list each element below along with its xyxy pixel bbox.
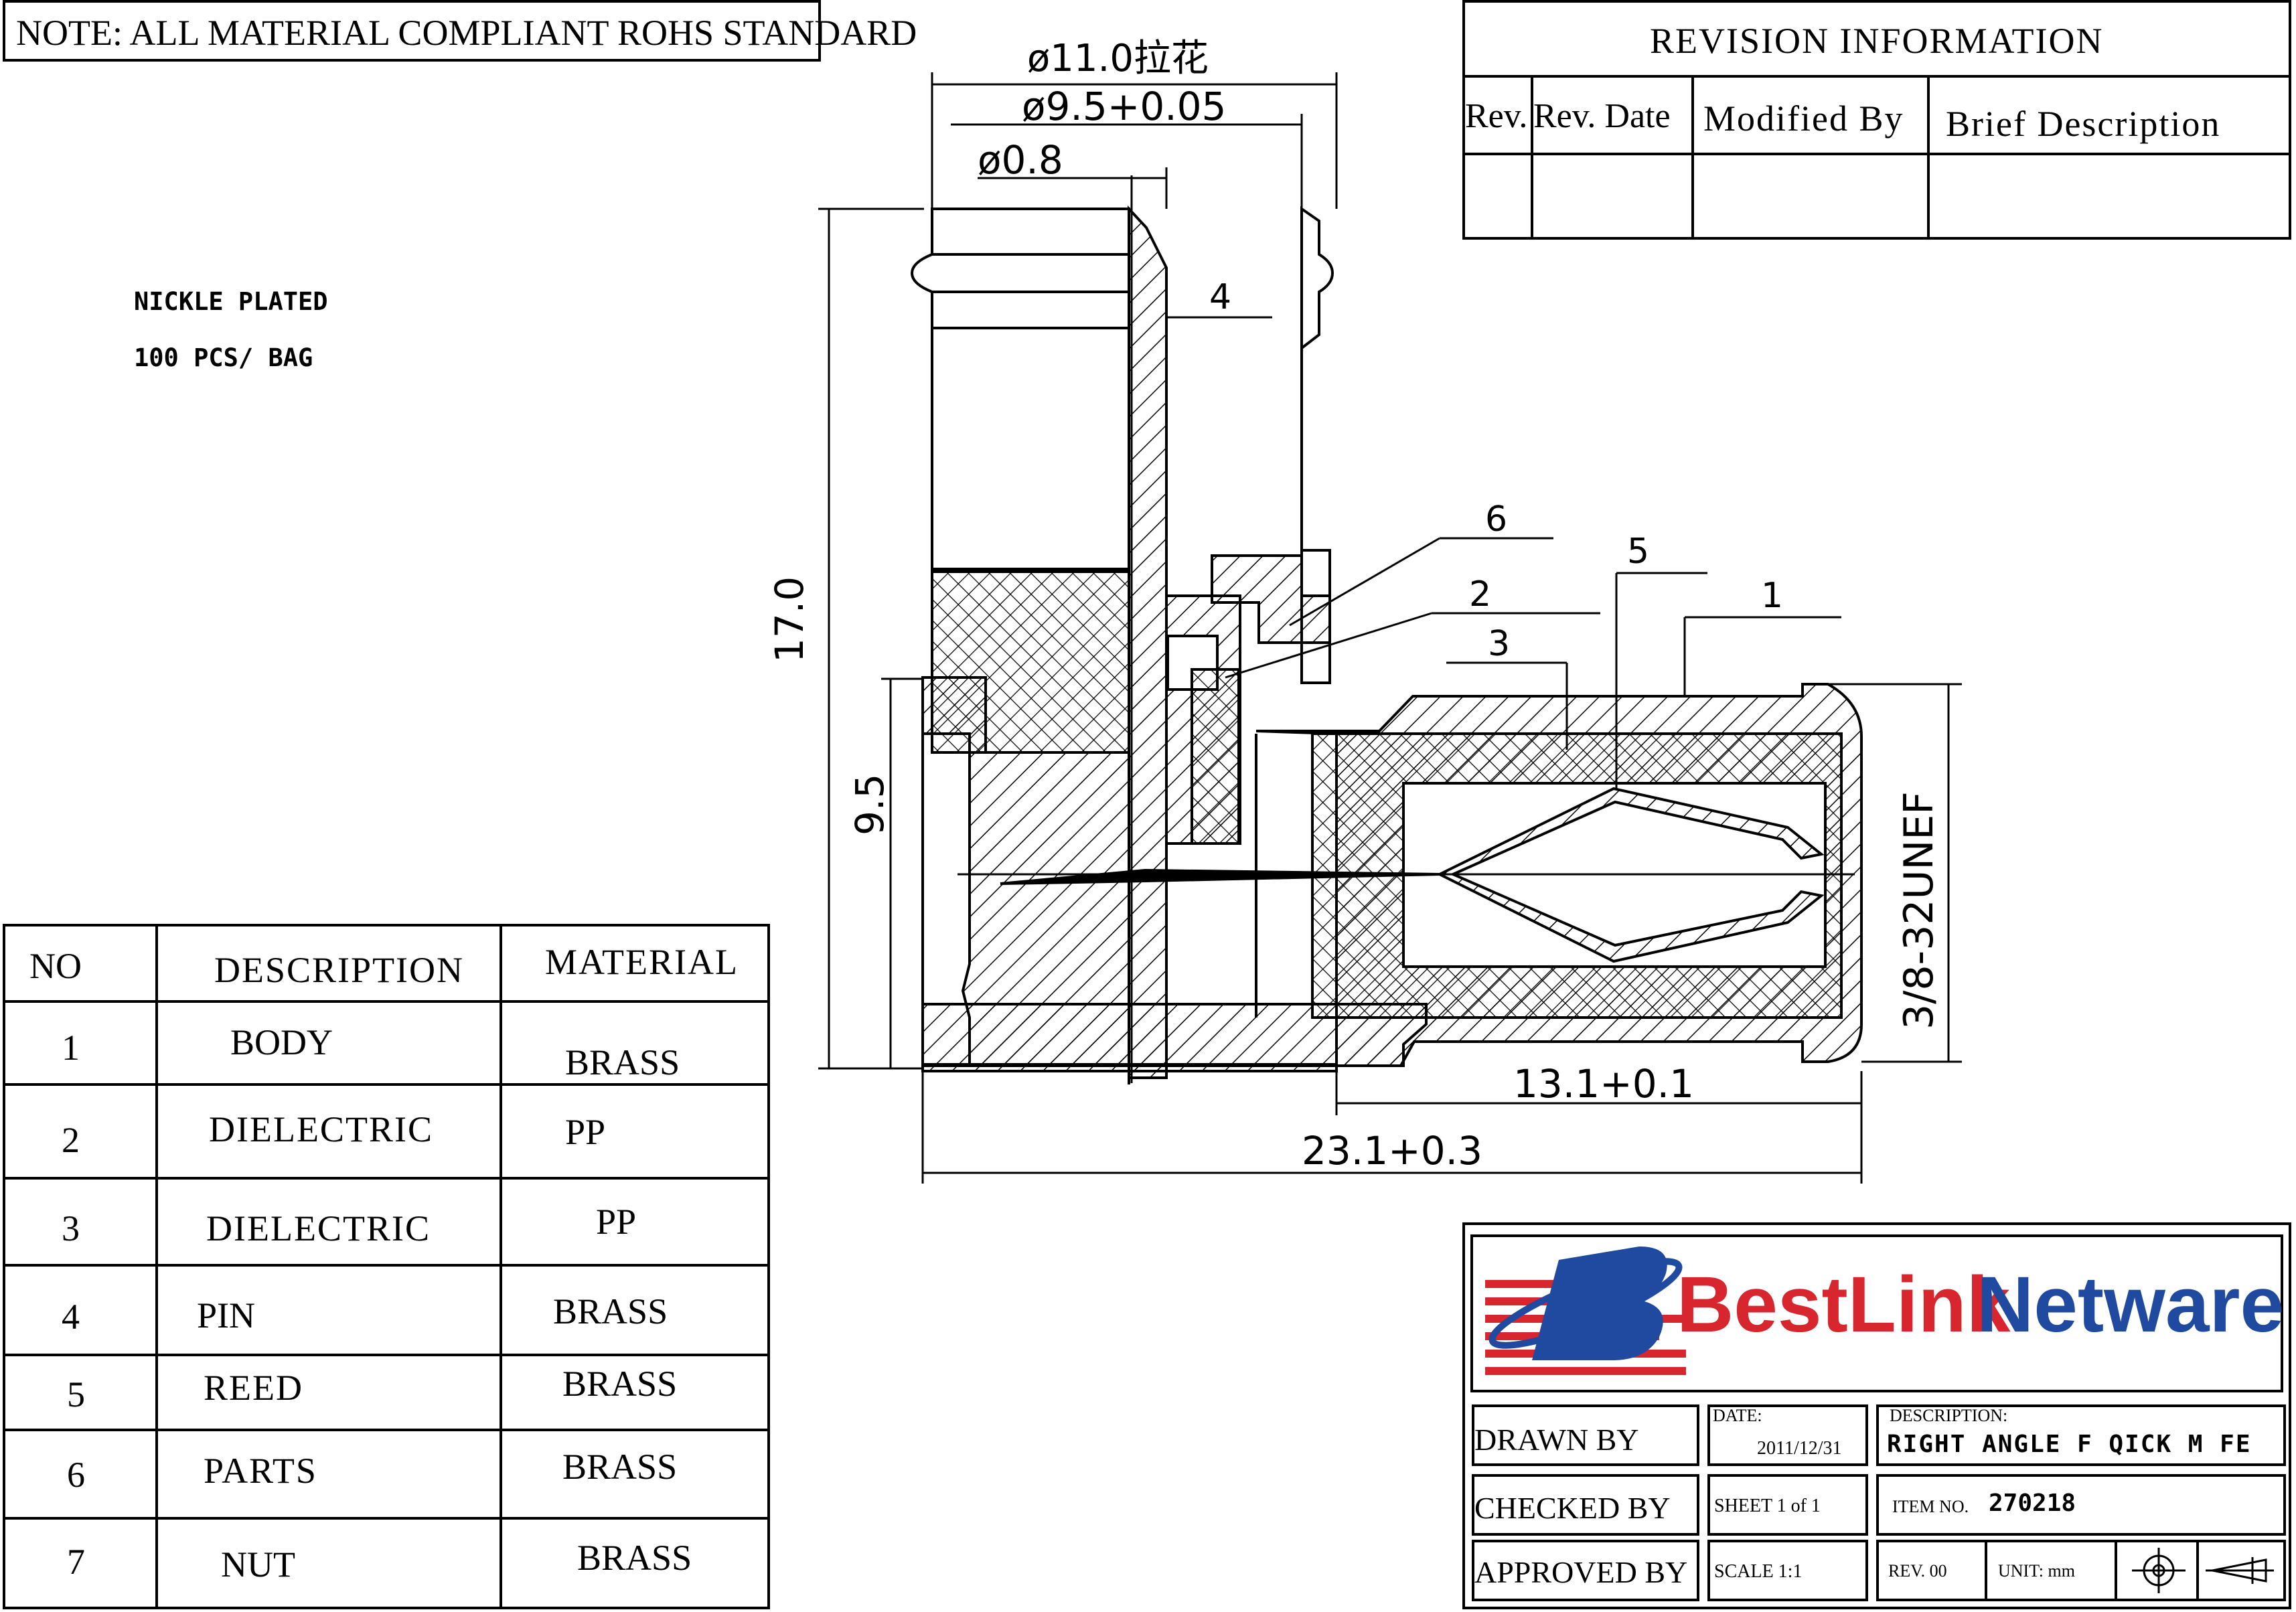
scale-info: SCALE 1:1 [1714, 1561, 1803, 1582]
bom-table: NO DESCRIPTION MATERIAL 1 BODY BRASS 2 D… [3, 924, 770, 1609]
revision-table: REVISION INFORMATION Rev. Rev. Date Modi… [1462, 0, 2291, 240]
revision-title: REVISION INFORMATION [1650, 21, 2104, 61]
bom-row-description: DIELECTRIC [206, 1208, 431, 1248]
bom-row-no: 5 [67, 1374, 85, 1415]
dimension-lines [818, 72, 1962, 1184]
bom-header-no: NO [29, 946, 82, 986]
bom-header-material: MATERIAL [545, 942, 739, 982]
bom-row-material: PP [596, 1202, 637, 1242]
callout-4: 4 [1209, 277, 1232, 317]
bom-row-material: BRASS [577, 1538, 692, 1578]
dim-outer-diameter: ø11.0拉花 [1027, 37, 1209, 80]
bom-row-no: 6 [67, 1455, 85, 1495]
callout-3: 3 [1488, 624, 1511, 664]
dim-pin-diameter: ø0.8 [978, 137, 1063, 183]
plating-note: NICKLE PLATED [134, 287, 328, 316]
company-name-blue: Netware [1977, 1261, 2285, 1349]
right-wall [1300, 206, 1334, 684]
bom-row-material: BRASS [562, 1447, 678, 1487]
bom-row-description: PIN [197, 1295, 256, 1336]
drawn-by-label: DRAWN BY [1474, 1423, 1639, 1457]
bom-row-description: BODY [230, 1022, 333, 1062]
company-name-red: BestLink [1677, 1261, 2011, 1349]
description-label: DESCRIPTION: [1890, 1406, 2008, 1425]
rohs-note-box: NOTE: ALL MATERIAL COMPLIANT ROHS STANDA… [3, 0, 917, 62]
dim-height-total: 17.0 [767, 576, 812, 663]
approved-by-label: APPROVED BY [1474, 1555, 1688, 1589]
rev-header: Rev. [1465, 97, 1528, 135]
dim-front-length: 13.1+0.1 [1513, 1061, 1694, 1107]
dim-total-length: 23.1+0.3 [1302, 1128, 1482, 1174]
rev-value: REV. 00 [1888, 1561, 1947, 1581]
callout-2: 2 [1469, 574, 1492, 615]
description-value: RIGHT ANGLE F QICK M FE [1887, 1431, 2252, 1458]
bom-row-no: 4 [62, 1297, 80, 1337]
bom-row-description: PARTS [204, 1451, 317, 1491]
packing-note: 100 PCS/ BAG [134, 343, 313, 372]
bom-row-material: BRASS [565, 1042, 680, 1082]
sheet-info: SHEET 1 of 1 [1714, 1496, 1821, 1516]
callout-6: 6 [1485, 499, 1508, 540]
projection-symbol-icon [2132, 1548, 2274, 1593]
rohs-note: NOTE: ALL MATERIAL COMPLIANT ROHS STANDA… [16, 13, 917, 53]
callout-1: 1 [1761, 576, 1784, 616]
bom-row-no: 1 [62, 1028, 80, 1068]
drawing-lines [910, 175, 1863, 1084]
date-value: 2011/12/31 [1757, 1438, 1842, 1459]
pin-shaft [1128, 205, 1168, 1079]
bom-row-material: BRASS [562, 1364, 678, 1404]
bom-row-no: 7 [67, 1542, 85, 1582]
bom-row-description: DIELECTRIC [209, 1109, 433, 1149]
unit-value: UNIT: mm [1998, 1561, 2075, 1581]
company-logo [1485, 1246, 1686, 1375]
item-value: 270218 [1989, 1489, 2076, 1517]
bom-header-description: DESCRIPTION [214, 950, 465, 990]
dim-height-body: 9.5 [847, 773, 893, 835]
date-label: DATE: [1713, 1406, 1762, 1425]
checked-by-label: CHECKED BY [1474, 1491, 1671, 1525]
bom-row-no: 2 [62, 1120, 80, 1160]
nut-outline [910, 208, 1130, 570]
callout-5: 5 [1627, 532, 1650, 572]
bom-row-description: NUT [221, 1544, 295, 1585]
dim-thread: 3/8-32UNEF [1896, 791, 1942, 1030]
item-label: ITEM NO. [1892, 1497, 1969, 1516]
bom-row-description: REED [204, 1368, 303, 1408]
title-block: BestLink Netware DRAWN BY CHECKED BY APP… [1462, 1222, 2291, 1609]
bom-row-no: 3 [62, 1208, 80, 1248]
dim-inner-diameter: ø9.5+0.05 [1022, 84, 1227, 129]
brief-description-header: Brief Description [1946, 104, 2221, 144]
bom-row-material: PP [565, 1112, 606, 1152]
rev-date-header: Rev. Date [1533, 97, 1671, 135]
modified-by-header: Modified By [1703, 98, 1904, 139]
bom-row-material: BRASS [553, 1291, 668, 1332]
